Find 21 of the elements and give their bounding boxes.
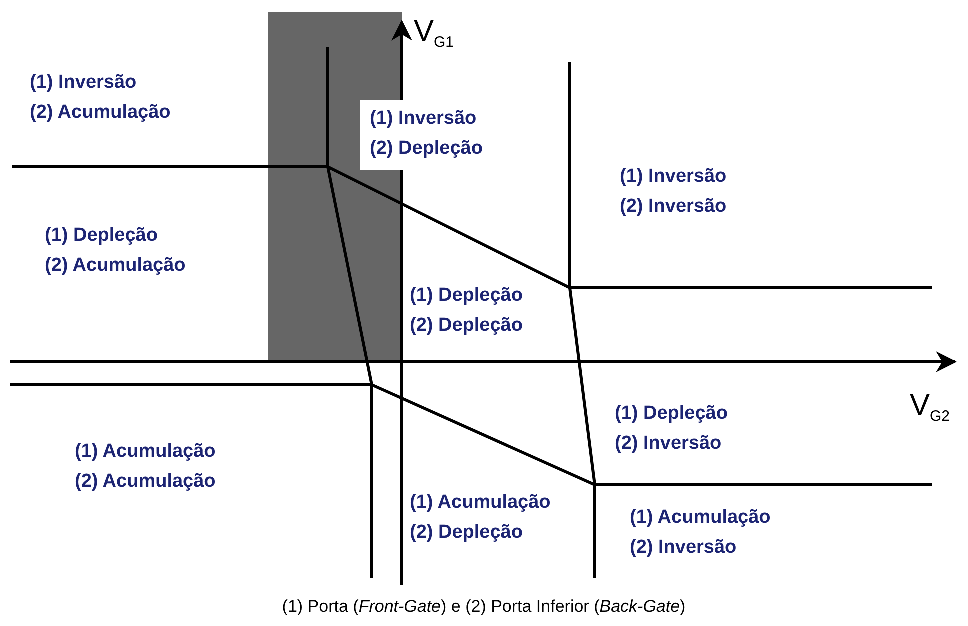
region-label: (1) Inversão [620,166,727,188]
region-label: (1) Acumulação [410,492,551,514]
region-label: (2) Inversão [630,537,737,559]
region-label: (2) Acumulação [45,255,186,277]
region-label: (2) Inversão [620,196,727,218]
caption: (1) Porta (Front-Gate) e (2) Porta Inferior (Back-Gate) [281,597,687,617]
axis-label: V$_{G1}$ [414,16,454,53]
region-label: (1) Inversão [370,108,477,130]
region-label: (2) Inversão [615,433,722,455]
region-label: (1) Acumulação [75,441,216,463]
region-label: (1) Inversão [30,72,137,94]
region-label: (1) Depleção [410,285,523,307]
region-label: (1) Depleção [45,225,158,247]
axis-label: V$_{G2}$ [910,390,950,427]
region-label: (1) Depleção [615,403,728,425]
region-label: (2) Acumulação [75,471,216,493]
region-label: (2) Depleção [410,315,523,337]
region-label: (2) Depleção [370,138,483,160]
region-label: (2) Acumulação [30,102,171,124]
region-label: (2) Depleção [410,522,523,544]
region-label: (1) Acumulação [630,507,771,529]
